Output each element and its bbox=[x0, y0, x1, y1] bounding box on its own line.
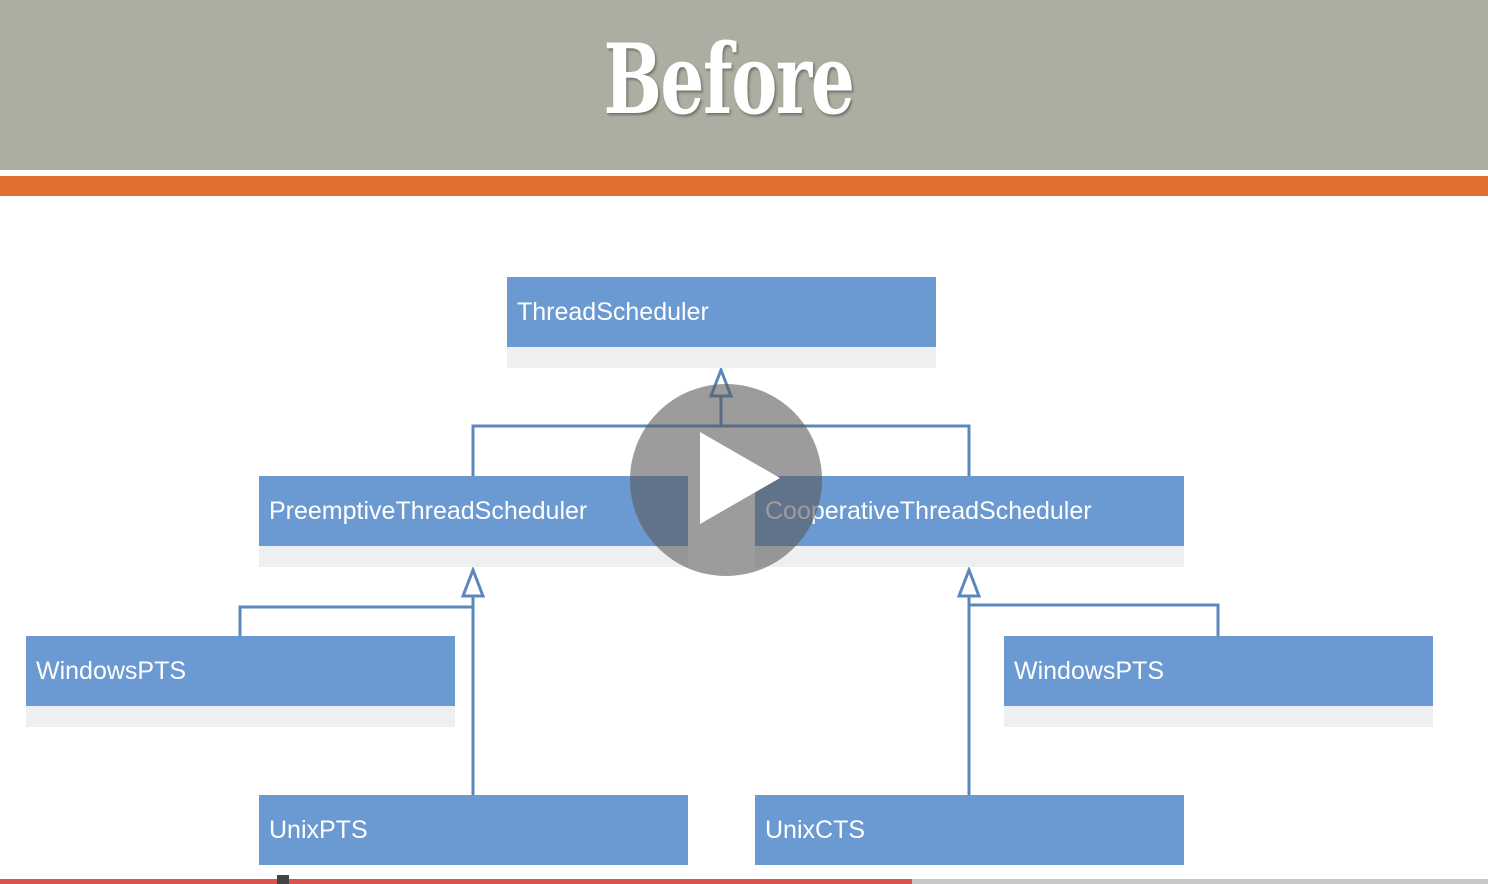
connector-windowspts-to-preemptive bbox=[238, 596, 475, 636]
inheritance-arrowhead-icon bbox=[956, 565, 982, 598]
play-button[interactable] bbox=[630, 384, 822, 576]
accent-band bbox=[0, 176, 1488, 196]
header-divider bbox=[0, 170, 1488, 176]
class-windowspts-right: WindowsPTS bbox=[1004, 636, 1433, 706]
video-progress-handle[interactable] bbox=[277, 875, 289, 884]
slide-title: Before bbox=[603, 23, 854, 136]
box-shadow bbox=[755, 546, 1184, 567]
box-shadow bbox=[26, 706, 455, 727]
class-windowspts-left: WindowsPTS bbox=[26, 636, 455, 706]
connector-windowspts-to-cooperative bbox=[967, 596, 1220, 636]
class-unixpts: UnixPTS bbox=[259, 795, 688, 865]
class-threadscheduler: ThreadScheduler bbox=[507, 277, 936, 347]
inheritance-arrowhead-icon bbox=[460, 565, 486, 598]
video-progress-fill bbox=[0, 879, 912, 884]
play-icon bbox=[700, 432, 780, 524]
class-preemptivethreadscheduler: PreemptiveThreadScheduler bbox=[259, 476, 688, 546]
box-shadow bbox=[1004, 706, 1433, 727]
box-shadow bbox=[259, 546, 688, 567]
box-shadow bbox=[507, 347, 936, 368]
class-unixcts: UnixCTS bbox=[755, 795, 1184, 865]
header-band bbox=[0, 0, 1488, 170]
